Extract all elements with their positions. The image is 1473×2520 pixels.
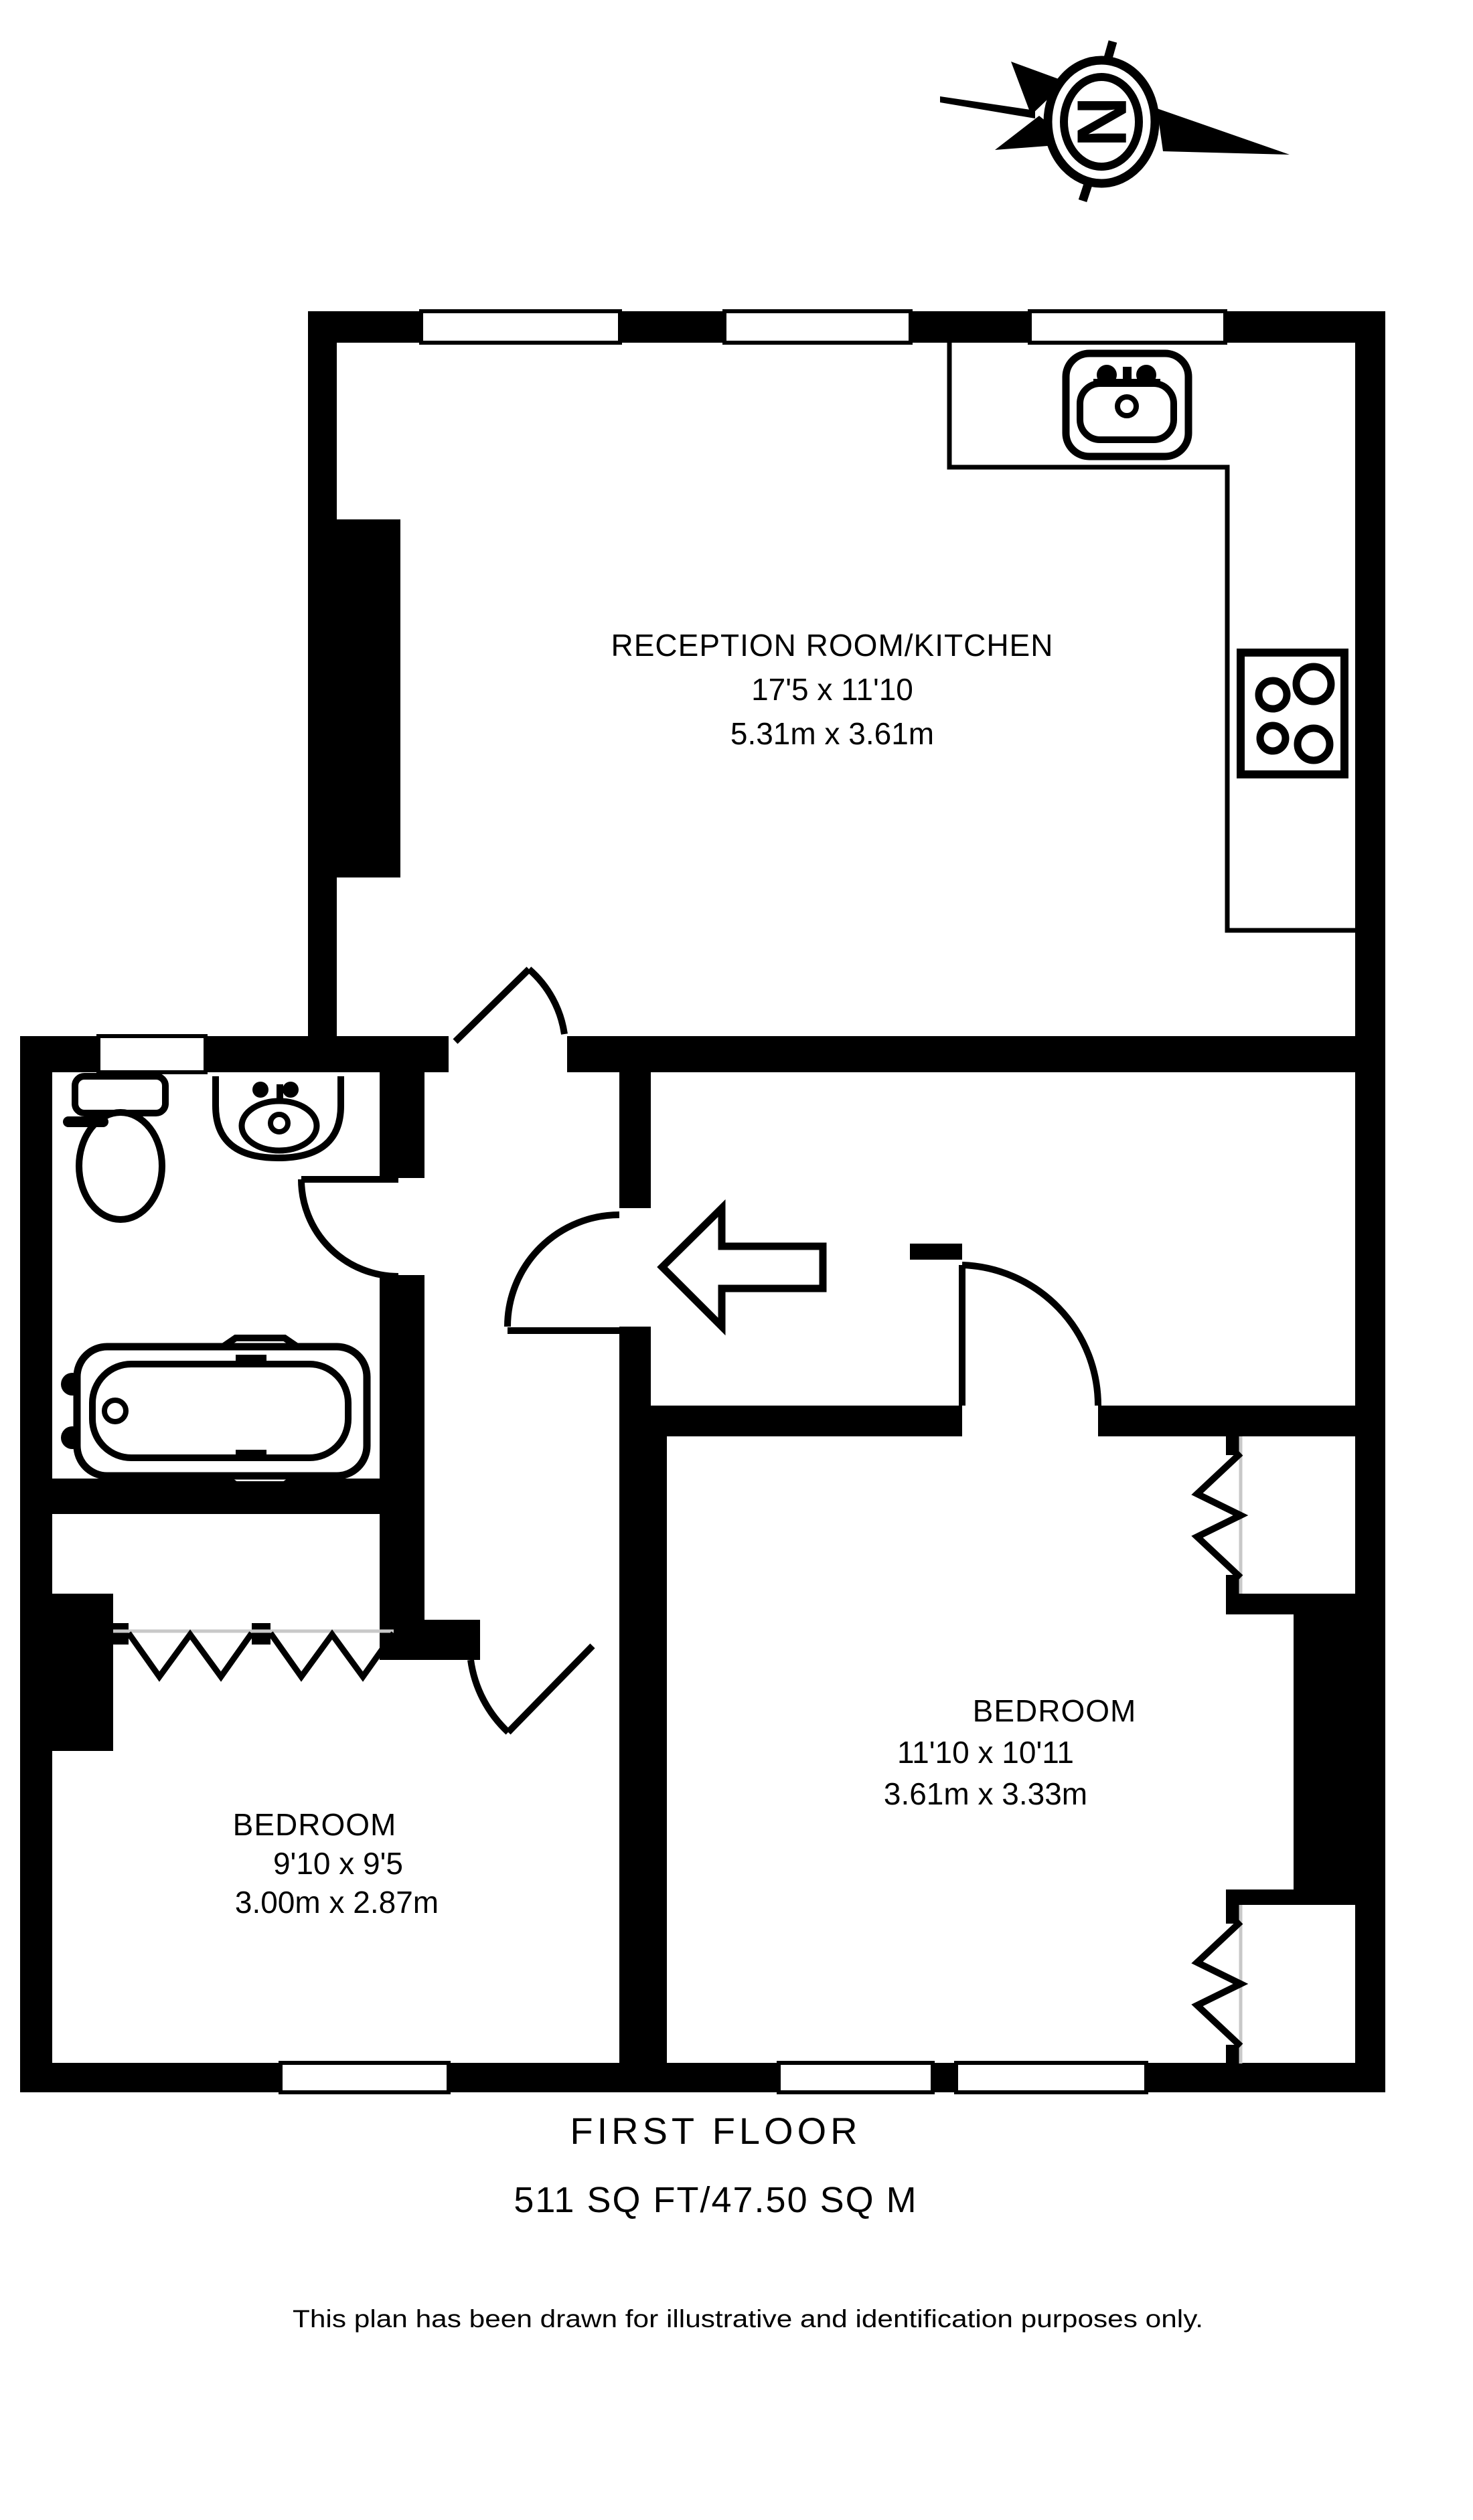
wardrobe-chevrons-icon [268, 1629, 396, 1682]
door-gap-bedroom-left [480, 1620, 593, 1660]
bedroom-left-metric: 3.00m x 2.87m [235, 1885, 439, 1920]
wall-closet1-bottom [1226, 1594, 1385, 1614]
wall-vestibule-stub [910, 1244, 962, 1260]
compass-north-letter: N [1063, 96, 1141, 147]
compass-north-icon: N [940, 40, 1290, 203]
wall-bedroom-divider [619, 1406, 667, 2063]
bathtub-icon [61, 1335, 371, 1488]
compass-west-needle [940, 96, 1035, 118]
chimney-breast-bedroom [1294, 1614, 1385, 1889]
window-icon [777, 2061, 935, 2094]
wall-closet2-top [1226, 1889, 1385, 1905]
window-icon [279, 2061, 451, 2094]
door-gap-reception [449, 1036, 567, 1072]
window-icon [954, 2061, 1148, 2094]
footer: FIRST FLOOR 511 SQ FT/47.50 SQ M This pl… [293, 2110, 1203, 2333]
window-icon [419, 309, 622, 345]
door-swings [298, 967, 1101, 1735]
bathroom-fittings [61, 1073, 371, 1488]
wall-reception-left [308, 311, 337, 1072]
reception-imperial: 17'5 x 11'10 [751, 672, 913, 707]
compass-east-point [1157, 108, 1290, 155]
bedroom-left-imperial: 9'10 x 9'5 [273, 1846, 403, 1881]
wall-bathroom-bottom [49, 1479, 409, 1514]
closet1-jamb-top [1226, 1436, 1241, 1455]
window-icon [1028, 309, 1227, 345]
walls [20, 311, 1385, 2092]
door-swing-icon [959, 1262, 1101, 1406]
entry-arrow-icon [657, 1199, 827, 1336]
reception-metric: 5.31m x 3.61m [730, 716, 934, 751]
wardrobe-jamb-left [113, 1623, 129, 1645]
wall-mid-band [20, 1036, 1385, 1072]
openings [96, 309, 1227, 2094]
wardrobe-jamb-middle [252, 1623, 270, 1645]
floor-label: FIRST FLOOR [570, 2110, 861, 2152]
chimney-breast-reception [337, 519, 400, 877]
wardrobe-chevrons-icon [126, 1629, 254, 1682]
reception-name: RECEPTION ROOM/KITCHEN [611, 628, 1054, 663]
hand-basin-icon [212, 1076, 344, 1162]
storage-symbols [113, 1436, 1249, 2064]
wall-entrance-lower [619, 1327, 651, 1420]
disclaimer-text: This plan has been drawn for illustrativ… [293, 2305, 1203, 2333]
kitchen-sink-icon [1062, 349, 1192, 460]
area-label: 511 SQ FT/47.50 SQ M [514, 2180, 917, 2220]
compass-nw-point [1011, 62, 1066, 115]
bedroom-right-name: BEDROOM [973, 1693, 1137, 1728]
door-swing-icon [453, 967, 568, 1044]
bedroom-left-name: BEDROOM [233, 1807, 397, 1842]
window-icon [96, 1034, 208, 1074]
wardrobe-jamb-right [394, 1623, 409, 1660]
wall-bathroom-right-lower [380, 1275, 424, 1620]
room-labels: RECEPTION ROOM/KITCHEN 17'5 x 11'10 5.31… [233, 628, 1137, 1920]
closet1-jamb-bottom [1226, 1575, 1241, 1594]
kitchen-counter-line [947, 343, 1355, 933]
door-swing-icon [298, 1176, 399, 1280]
wall-left-outer [20, 1036, 52, 2092]
hob-icon [1237, 649, 1348, 778]
bedroom-right-metric: 3.61m x 3.33m [884, 1776, 1087, 1811]
wall-entrance-upper [619, 1072, 651, 1208]
door-gap-bathroom [380, 1178, 424, 1275]
door-gap-bedroom-right [962, 1406, 1098, 1436]
door-gap-entrance [619, 1208, 651, 1327]
window-icon [722, 309, 913, 345]
wall-bathroom-right-upper [380, 1072, 424, 1178]
door-swing-icon [467, 1643, 595, 1735]
bedroom-right-imperial: 11'10 x 10'11 [897, 1735, 1074, 1770]
wall-bottom-outer [20, 2063, 1385, 2092]
wardrobe-chevrons-icon [1191, 1450, 1249, 1580]
door-swing-icon [504, 1211, 620, 1334]
kitchen-fittings [947, 343, 1355, 933]
closet2-jamb-top [1226, 1905, 1241, 1924]
toilet-icon [63, 1073, 169, 1223]
wall-left-pier [20, 1594, 113, 1751]
compass-inner-ring [1060, 73, 1143, 171]
closet2-jamb-bottom [1226, 2045, 1241, 2064]
wardrobe-chevrons-icon [1191, 1919, 1249, 2049]
